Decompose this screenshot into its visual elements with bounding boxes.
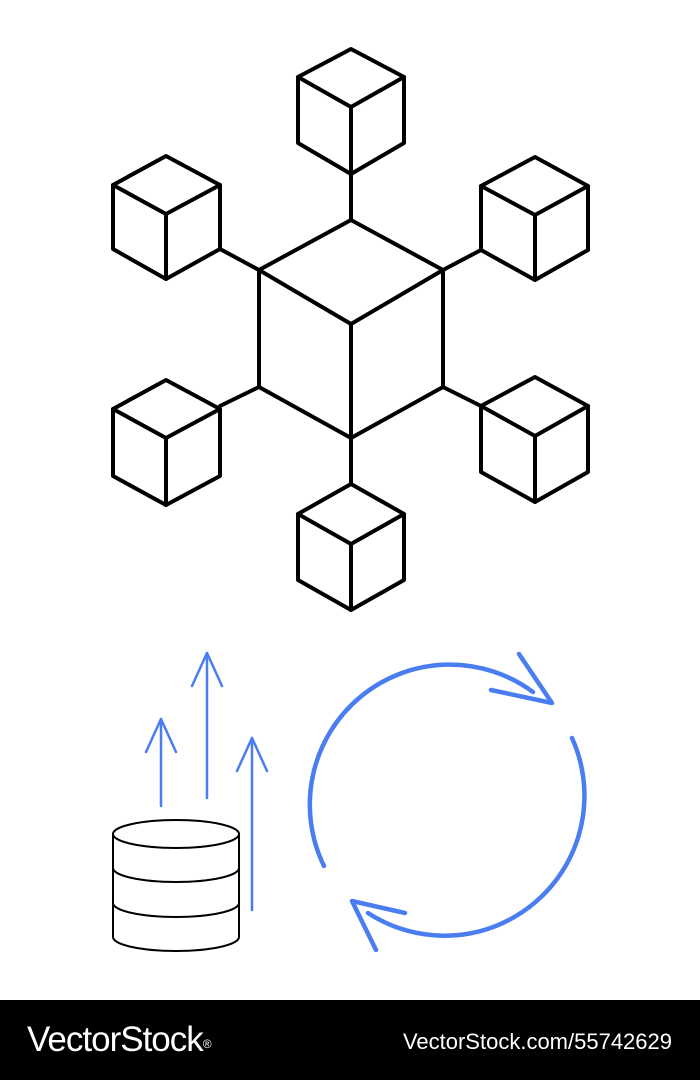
node-cube-icon: [296, 47, 406, 176]
node-cube-icon: [111, 154, 222, 281]
central-cube-icon: [257, 218, 445, 440]
brand-name: VectorStock: [27, 1020, 204, 1059]
illustration: [111, 47, 590, 953]
connector-line: [441, 385, 483, 408]
asset-id: VectorStock.com/55742629: [402, 1029, 672, 1054]
connector-line: [441, 248, 483, 272]
node-cube-icon: [479, 375, 590, 504]
node-cube-icon: [479, 155, 590, 282]
database-icon: [112, 819, 240, 952]
arrow-up-icon: [190, 651, 224, 800]
arrow-up-icon: [144, 717, 178, 808]
registered-mark: ®: [202, 1037, 212, 1051]
upload-arrows-icon: [144, 651, 269, 912]
refresh-cycle-icon: [307, 651, 587, 953]
connector-line: [218, 247, 261, 272]
refresh-arc: [307, 662, 536, 869]
footer-bar: VectorStock® VectorStock.com/55742629: [0, 1000, 700, 1080]
refresh-arrowhead-icon: [349, 898, 408, 953]
node-cube-icon: [296, 482, 406, 612]
node-cube-icon: [111, 378, 222, 507]
blockchain-network-icon: [111, 47, 590, 612]
arrow-up-icon: [235, 736, 269, 912]
refresh-arc: [365, 735, 587, 938]
connector-line: [218, 385, 261, 408]
brand-logo: VectorStock®: [27, 1020, 212, 1060]
refresh-arrowhead-icon: [488, 651, 555, 706]
